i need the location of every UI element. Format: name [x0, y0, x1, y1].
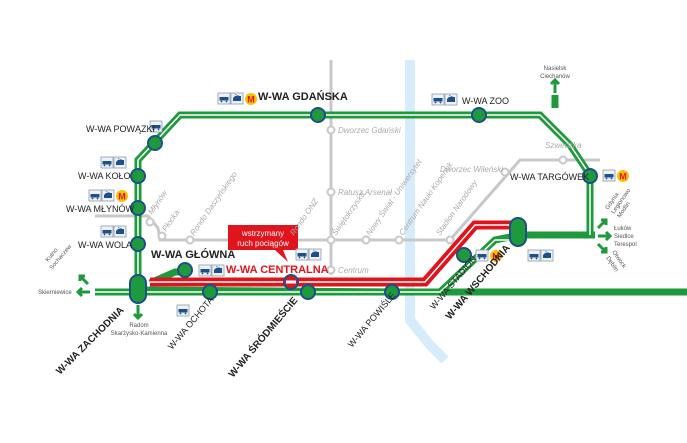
- svg-text:Nasielsk: Nasielsk: [544, 66, 568, 72]
- station-mlynow: [130, 200, 146, 216]
- svg-text:Terespol: Terespol: [614, 242, 637, 248]
- svg-text:Młynów: Młynów: [146, 188, 170, 216]
- station-ochota: [202, 284, 218, 300]
- svg-text:W-WA GDAŃSKA: W-WA GDAŃSKA: [258, 90, 348, 103]
- station-markers[interactable]: [129, 107, 598, 304]
- station-stadion: [456, 247, 472, 263]
- river-vistula: [405, 60, 449, 364]
- svg-text:W-WA POWĄZKI: W-WA POWĄZKI: [86, 124, 155, 134]
- svg-text:W-WA KOŁO: W-WA KOŁO: [78, 171, 131, 181]
- svg-text:Dworzec Gdański: Dworzec Gdański: [338, 126, 401, 135]
- station-kolo: [130, 168, 146, 184]
- station-gdanska: [310, 107, 326, 123]
- station-targowek: [582, 168, 598, 184]
- station-zoo: [471, 107, 487, 123]
- station-glowna: [177, 262, 193, 278]
- no-entry-icon: [283, 274, 299, 290]
- svg-text:Ratusz Arsenał: Ratusz Arsenał: [338, 188, 392, 197]
- svg-text:Dworzec Wileński: Dworzec Wileński: [440, 165, 503, 174]
- svg-text:Szwedzka: Szwedzka: [545, 141, 582, 150]
- svg-text:Płocka: Płocka: [160, 208, 181, 233]
- svg-text:Łuków: Łuków: [614, 226, 632, 232]
- direction-arrows: [75, 77, 613, 321]
- svg-text:Siedlce: Siedlce: [614, 234, 634, 240]
- svg-text:wstrzymany: wstrzymany: [241, 229, 284, 238]
- svg-text:W-WA MŁYNÓW: W-WA MŁYNÓW: [66, 204, 135, 214]
- svg-text:W-WA CENTRALNA: W-WA CENTRALNA: [226, 264, 329, 276]
- svg-text:W-WA ZOO: W-WA ZOO: [462, 96, 509, 106]
- svg-text:W-WA ZACHODNIA: W-WA ZACHODNIA: [54, 305, 126, 377]
- station-wschodnia: [509, 217, 527, 247]
- svg-text:Ciechanów: Ciechanów: [540, 74, 570, 80]
- direction-labels: Nasielsk Ciechanów Skierniewice Radom Sk…: [38, 66, 637, 337]
- svg-text:Rondo ONZ: Rondo ONZ: [288, 196, 320, 237]
- svg-text:Centrum: Centrum: [338, 266, 369, 275]
- disruption-callout: wstrzymany ruch pociągów: [228, 225, 298, 262]
- svg-text:W-WA ŚRÓDMIEŚCIE: W-WA ŚRÓDMIEŚCIE: [225, 294, 300, 380]
- svg-text:Skierniewice: Skierniewice: [38, 290, 72, 296]
- svg-text:W-WA OCHOTA: W-WA OCHOTA: [166, 295, 216, 351]
- svg-text:W-WA POWIŚLE: W-WA POWIŚLE: [345, 290, 397, 350]
- svg-text:W-WA TARGÓWEK: W-WA TARGÓWEK: [510, 172, 589, 182]
- station-wola: [130, 236, 146, 252]
- svg-text:Radom: Radom: [129, 323, 148, 329]
- station-powisle: [384, 284, 400, 300]
- svg-text:W-WA WOLA: W-WA WOLA: [78, 240, 132, 250]
- station-powazki: [147, 135, 163, 151]
- svg-text:W-WA GŁÓWNA: W-WA GŁÓWNA: [151, 248, 235, 261]
- svg-text:Nowy Świat - Uniwersytet: Nowy Świat - Uniwersytet: [364, 157, 424, 237]
- station-srodmiescie: [300, 284, 316, 300]
- svg-text:ruch pociągów: ruch pociągów: [237, 239, 289, 248]
- svg-text:Skarżysko-Kamienna: Skarżysko-Kamienna: [111, 331, 168, 337]
- station-zachodnia: [129, 274, 147, 304]
